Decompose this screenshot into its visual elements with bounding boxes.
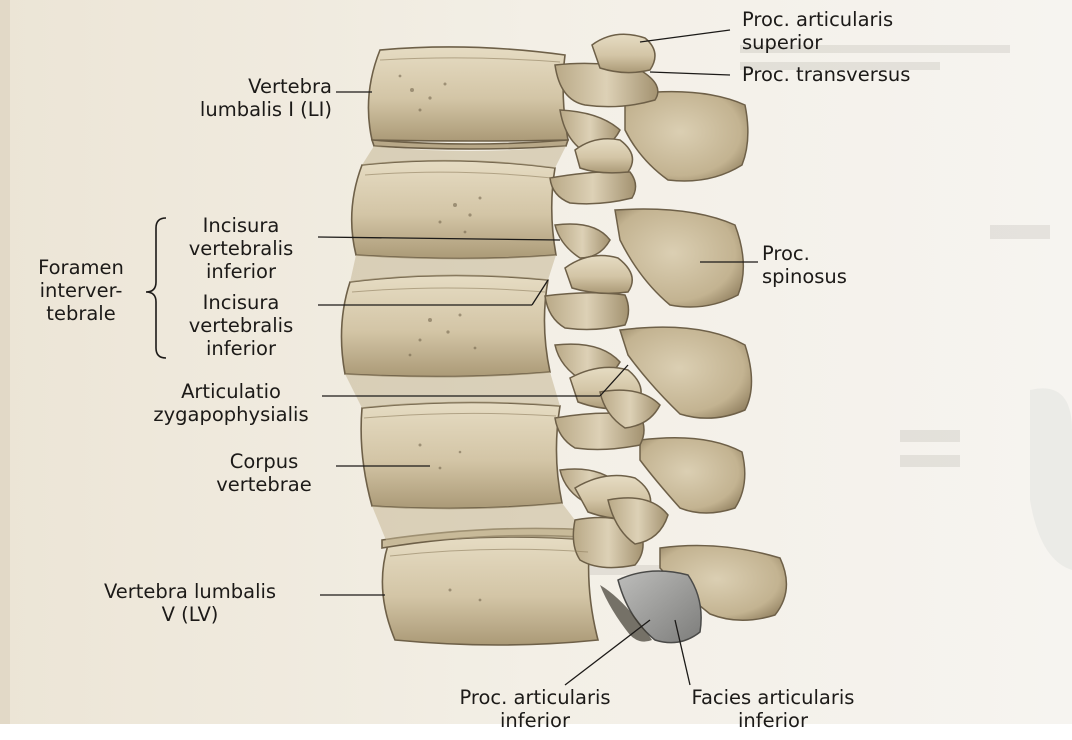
label-proc-transversus: Proc. transversus	[742, 63, 910, 86]
label-corpus-vertebrae: Corpus vertebrae	[196, 450, 332, 496]
label-articulatio-zygapophysialis: Articulatio zygapophysialis	[148, 380, 314, 426]
label-facies-articularis-inferior: Facies articularis inferior	[660, 686, 886, 732]
label-incisura-vertebralis-inferior-lower: Incisura vertebralis inferior	[172, 291, 310, 360]
label-proc-articularis-superior: Proc. articularis superior	[742, 8, 893, 54]
label-incisura-vertebralis-inferior-upper: Incisura vertebralis inferior	[172, 214, 310, 283]
label-proc-articularis-inferior: Proc. articularis inferior	[432, 686, 638, 732]
label-vertebra-lumbalis-v: Vertebra lumbalis V (LV)	[70, 580, 310, 626]
label-foramen-intervertebrale: Foramen interver- tebrale	[14, 256, 148, 325]
label-vertebra-lumbalis-i: Vertebra lumbalis I (LI)	[120, 75, 332, 121]
label-proc-spinosus: Proc. spinosus	[762, 242, 847, 288]
